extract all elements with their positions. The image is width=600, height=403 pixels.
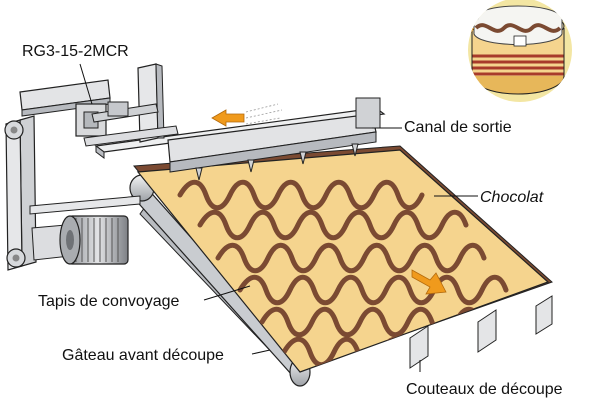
exit-channel	[94, 97, 386, 181]
leader-lines	[79, 63, 478, 372]
cutting-knives	[409, 295, 553, 369]
channel-end-block	[355, 97, 381, 129]
exit-channel-label: Canal de sortie	[404, 119, 512, 136]
knife-1	[409, 325, 429, 369]
chocolate-zigzag-4	[237, 274, 509, 306]
chocolate-zigzag-1	[177, 179, 425, 211]
motor	[59, 215, 129, 265]
inset-cake	[468, 0, 572, 102]
exit-direction-arrow	[211, 109, 245, 127]
chocolate-zigzag-2	[197, 209, 469, 241]
conveyor-direction-arrow	[411, 269, 447, 295]
nozzles	[195, 143, 359, 181]
conveyor-label: Tapis de convoyage	[38, 293, 180, 310]
cake-before-cut-label: Gâteau avant découpe	[62, 347, 224, 364]
inset-ring	[473, 5, 563, 45]
knife-2	[477, 309, 497, 353]
eccentric-drive	[19, 63, 179, 147]
chocolate-zigzag-3	[215, 242, 487, 274]
model-label: RG3-15-2MCR	[22, 43, 129, 60]
connecting-rod	[29, 195, 141, 215]
motion-trail	[245, 103, 283, 125]
chocolate-label: Chocolat	[480, 189, 544, 206]
knife-3	[535, 295, 553, 335]
cutting-knives-label: Couteaux de découpe	[406, 381, 563, 398]
cake-sheet	[133, 145, 553, 373]
